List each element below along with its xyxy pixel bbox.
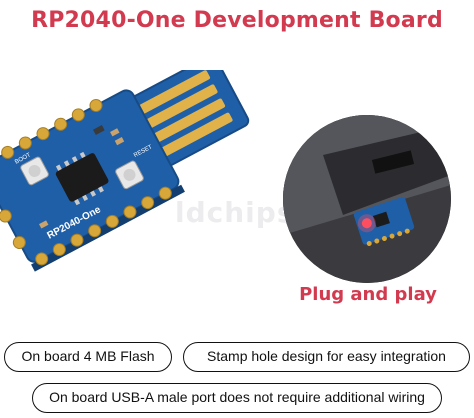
rp2040-one-board-illustration: RP2040-One BOOT RESET <box>0 70 250 272</box>
page-title: RP2040-One Development Board <box>31 8 443 33</box>
laptop-usb-photo <box>283 115 451 283</box>
watermark: ldchips <box>175 196 295 229</box>
feature-stamp-hole: Stamp hole design for easy integration <box>183 342 470 372</box>
usb-contact <box>138 84 218 133</box>
plug-and-play-inset <box>283 115 451 283</box>
usb-contact <box>130 70 211 119</box>
feature-flash: On board 4 MB Flash <box>4 342 172 372</box>
usb-contact <box>153 112 233 161</box>
feature-usb-a: On board USB-A male port does not requir… <box>32 383 442 413</box>
usb-contact <box>145 98 226 147</box>
rp2040-chip <box>55 153 109 202</box>
plug-and-play-caption: Plug and play <box>299 284 437 305</box>
